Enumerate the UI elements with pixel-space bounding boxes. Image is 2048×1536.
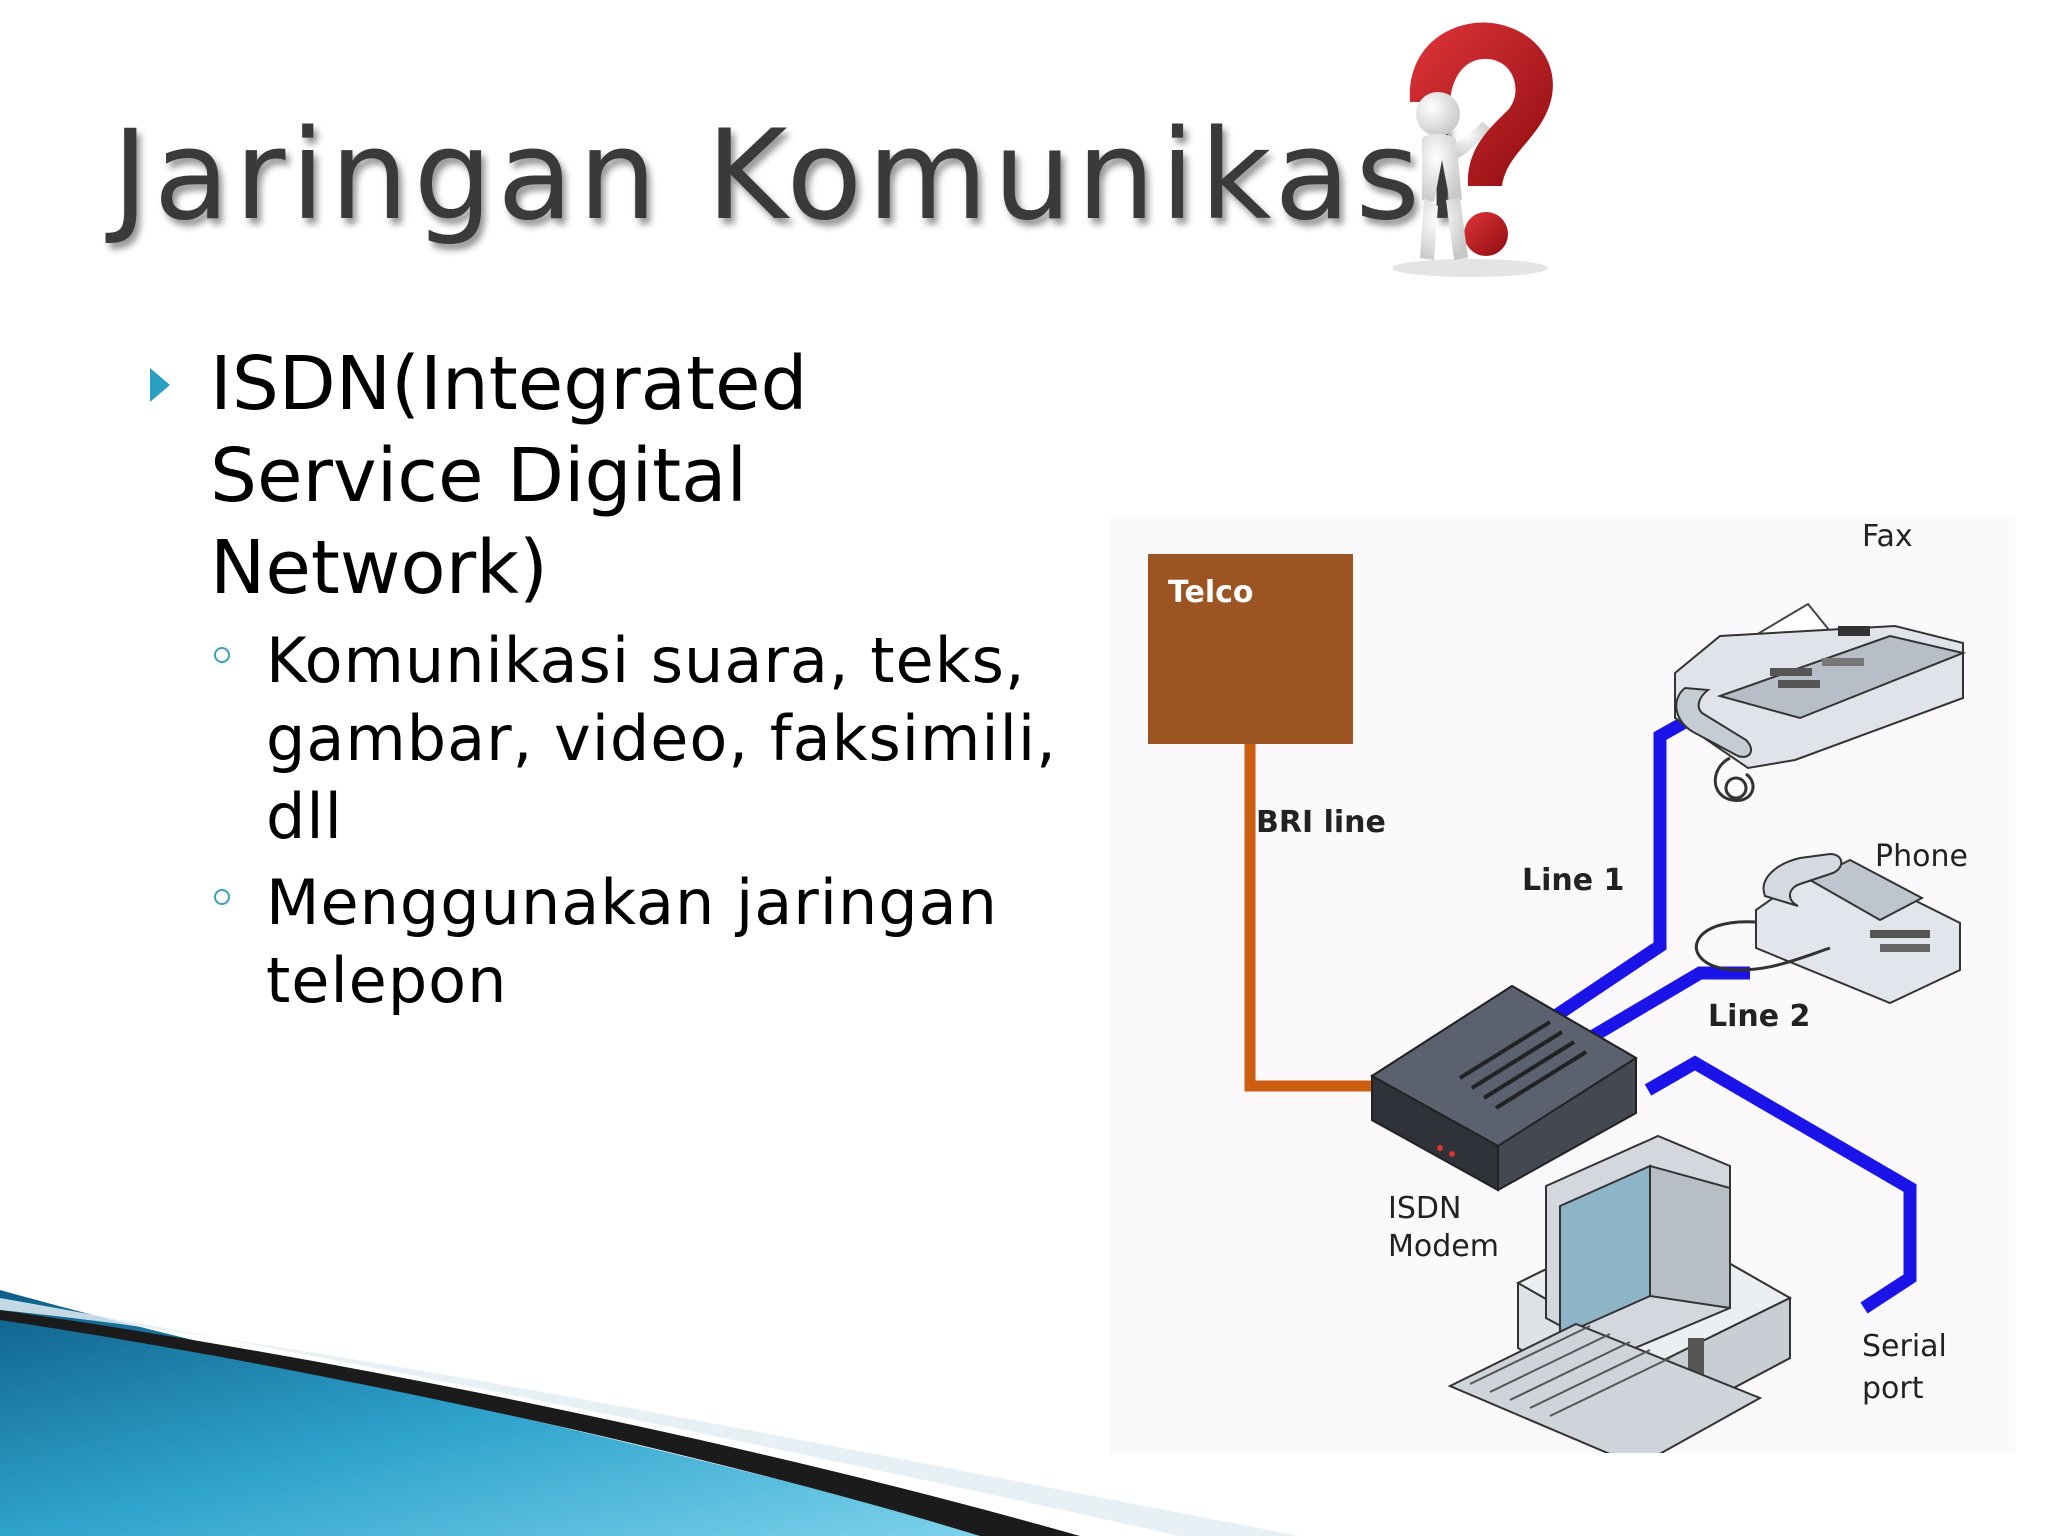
- modem-label-line1: ISDN: [1388, 1191, 1461, 1226]
- sub-bullet-text: Komunikasi suara, teks, gambar, video, f…: [266, 624, 1057, 853]
- modem-label-line2: Modem: [1388, 1229, 1499, 1264]
- sub-bullet-item: Komunikasi suara, teks, gambar, video, f…: [150, 622, 1090, 856]
- bullet-arrow-icon: [150, 368, 170, 402]
- line-2: [1586, 966, 1750, 1044]
- slide-title: Jaringan Komunikasi: [112, 104, 1465, 248]
- sub-bullet-ring-icon: [214, 889, 230, 905]
- fax-label: Fax: [1862, 519, 1913, 554]
- desktop-computer-icon: [1447, 1134, 1793, 1453]
- bullet-text: ISDN(Integrated Service Digital Network): [210, 341, 808, 611]
- serial-label-line1: Serial: [1862, 1329, 1947, 1364]
- sub-bullet-item: Menggunakan jaringan telepon: [150, 864, 1090, 1020]
- telco-label: Telco: [1168, 575, 1254, 610]
- decorative-swoosh: [0, 1290, 1300, 1536]
- telephone-icon: [1694, 852, 1961, 1005]
- phone-label: Phone: [1875, 839, 1968, 874]
- isdn-modem-icon: [1370, 984, 1638, 1192]
- bullet-list: ISDN(Integrated Service Digital Network)…: [150, 338, 1090, 1020]
- telco-box: [1148, 554, 1353, 744]
- bri-line-label: BRI line: [1256, 805, 1386, 840]
- serial-line: [1644, 1055, 1917, 1314]
- serial-label-line2: port: [1862, 1371, 1924, 1406]
- question-mark-figure-icon: [1392, 22, 1553, 277]
- bullet-item: ISDN(Integrated Service Digital Network): [150, 338, 1090, 614]
- line-2-label: Line 2: [1708, 999, 1810, 1034]
- sub-bullet-ring-icon: [214, 647, 230, 663]
- isdn-diagram: Telco BRI line Line 1 Line 2 Fax: [1110, 518, 2015, 1453]
- line-1-label: Line 1: [1522, 863, 1624, 898]
- sub-bullet-text: Menggunakan jaringan telepon: [266, 866, 998, 1017]
- bri-line: [1244, 744, 1372, 1092]
- fax-machine-icon: [1674, 602, 1967, 802]
